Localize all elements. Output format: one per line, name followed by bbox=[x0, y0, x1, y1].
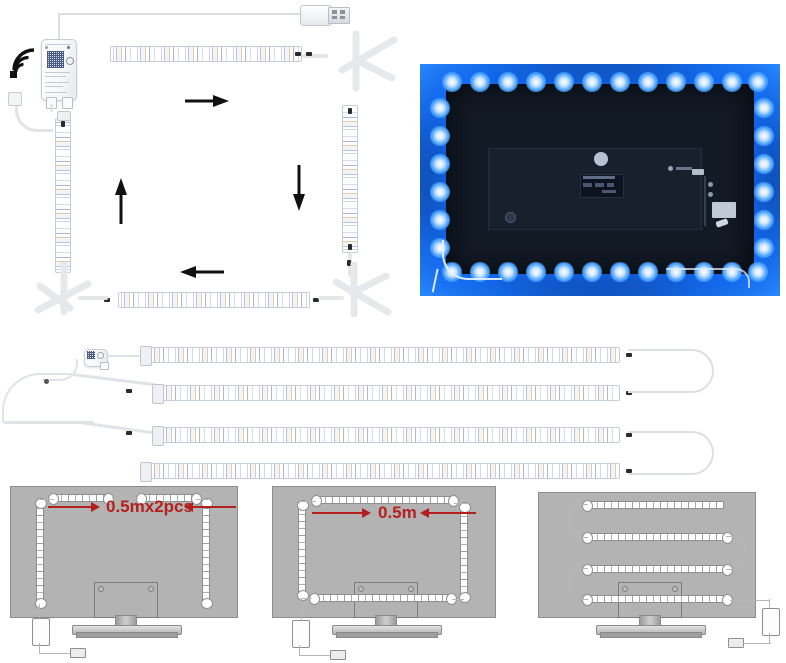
wiring-diagram-panel bbox=[0, 0, 410, 335]
qr-code bbox=[47, 51, 64, 68]
corner-bracket-bottom-left bbox=[30, 260, 94, 324]
corner-bracket-bottom-right bbox=[330, 260, 394, 324]
adapter-b bbox=[292, 620, 310, 648]
inline-controller-qr bbox=[87, 351, 95, 359]
strip-b-right bbox=[460, 508, 468, 594]
strip-c-row-4 bbox=[590, 595, 724, 603]
label-option-a: 0.5mx2pcs bbox=[106, 497, 193, 516]
install-option-c bbox=[534, 484, 784, 659]
tv-connector-block bbox=[712, 202, 736, 218]
led-strip-left bbox=[55, 118, 71, 273]
tv-vesa-mount-a bbox=[94, 582, 158, 618]
led-strip-bottom bbox=[118, 292, 310, 308]
strip-c-row-1 bbox=[590, 501, 724, 509]
usb-plug-a bbox=[70, 648, 86, 658]
led-strip-top bbox=[110, 46, 302, 62]
flow-arrow-left bbox=[180, 265, 224, 284]
jumper-cable-left-upper bbox=[2, 373, 74, 423]
flow-arrow-right bbox=[185, 94, 229, 113]
usb-plug-c bbox=[728, 638, 744, 648]
strip-c-row-3 bbox=[590, 565, 724, 573]
strip-a-top-left bbox=[54, 494, 106, 502]
usb-plug-b bbox=[330, 650, 346, 660]
tv-backlight-photo bbox=[420, 64, 780, 296]
usb-cable-horizontal bbox=[58, 13, 294, 15]
jumper-c-left-2 bbox=[570, 568, 588, 600]
jumper-c-left-1 bbox=[570, 504, 588, 538]
led-strip-row-2 bbox=[160, 385, 620, 401]
jumper-cable-right-lower bbox=[628, 431, 714, 475]
controller-button[interactable] bbox=[66, 57, 74, 65]
flow-arrow-up bbox=[114, 178, 128, 229]
tv-power-cable bbox=[442, 240, 502, 280]
tv-strip-cable bbox=[666, 268, 750, 288]
strip-a-left bbox=[36, 504, 44, 600]
led-strip-row-3 bbox=[160, 427, 620, 443]
strip-b-left bbox=[298, 506, 306, 592]
wireless-signal-icon bbox=[8, 44, 38, 78]
adapter-c bbox=[762, 608, 780, 636]
led-strip-row-4 bbox=[148, 463, 620, 479]
led-strip-row-1 bbox=[148, 347, 620, 363]
flow-arrow-down bbox=[292, 165, 306, 216]
tv-sticker bbox=[692, 169, 704, 175]
strip-set-panel bbox=[0, 335, 786, 482]
strip-a-right bbox=[202, 504, 210, 600]
corner-bracket-top-right bbox=[336, 30, 400, 92]
install-option-b: 0.5m bbox=[268, 484, 518, 660]
controller-port-right bbox=[62, 97, 73, 109]
install-option-a: 0.5mx2pcs bbox=[6, 484, 256, 659]
tv-power-button bbox=[594, 152, 608, 166]
label-option-b: 0.5m bbox=[378, 503, 417, 522]
adapter-a bbox=[32, 618, 50, 646]
led-strip-right bbox=[342, 105, 358, 253]
strip-c-row-2 bbox=[590, 533, 724, 541]
strip-b-bottom bbox=[316, 594, 448, 602]
usb-cable-vertical bbox=[58, 13, 60, 39]
perimeter-led-dots bbox=[420, 64, 780, 296]
jumper-cable-right-upper bbox=[628, 349, 714, 393]
